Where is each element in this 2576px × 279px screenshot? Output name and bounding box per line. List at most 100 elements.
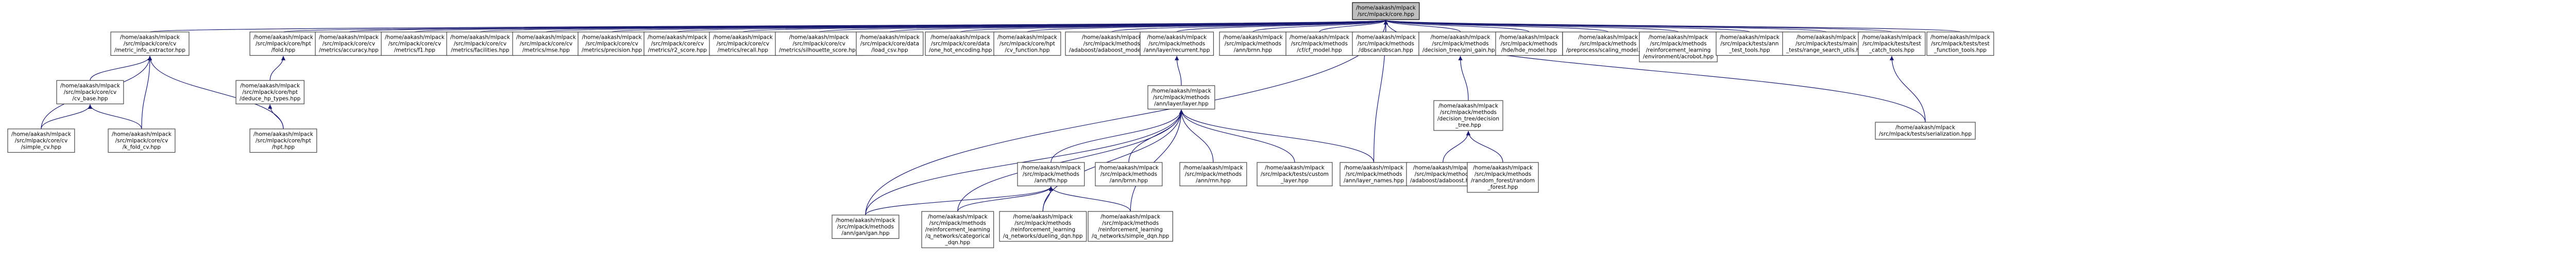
- node-label-line: /ann/layer/layer.hpp: [1154, 101, 1209, 107]
- file-node[interactable]: /home/aakash/mlpack/src/mlpack/methods/h…: [1495, 31, 1563, 56]
- dependency-edge: [1252, 20, 1388, 32]
- file-node[interactable]: /home/aakash/mlpack/src/mlpack/core/hpt/…: [993, 31, 1061, 56]
- file-node[interactable]: /home/aakash/mlpack/src/mlpack/tests/ser…: [1875, 122, 1976, 140]
- node-label-line: /home/aakash/mlpack: [582, 35, 642, 41]
- node-label-line: /ann/layer_names.hpp: [1344, 178, 1404, 184]
- node-label-line: /src/mlpack/core.hpp: [1358, 11, 1414, 18]
- file-node[interactable]: /home/aakash/mlpack/src/mlpack/methods/r…: [999, 211, 1087, 242]
- node-label-line: /cf/cf_model.hpp: [1297, 47, 1342, 54]
- dependency-edge: [147, 56, 284, 129]
- file-node[interactable]: /home/aakash/mlpack/src/mlpack/tests/tes…: [1858, 31, 1926, 56]
- file-node[interactable]: /home/aakash/mlpack/src/mlpack/core/cv/k…: [108, 128, 176, 153]
- node-box: [1639, 31, 1718, 62]
- node-box: [1352, 2, 1420, 20]
- file-node[interactable]: /home/aakash/mlpack/src/mlpack/core/data…: [925, 31, 996, 56]
- file-node[interactable]: /home/aakash/mlpack/src/mlpack/methods/d…: [1418, 31, 1502, 56]
- node-label-line: /reinforcement_learning: [1098, 227, 1163, 233]
- file-node[interactable]: /home/aakash/mlpack/src/mlpack/core/cv/m…: [110, 31, 190, 56]
- file-node[interactable]: /home/aakash/mlpack/src/mlpack/core/cv/m…: [643, 31, 711, 56]
- file-node[interactable]: /home/aakash/mlpack/src/mlpack/methods/a…: [1179, 162, 1247, 187]
- file-node[interactable]: /home/aakash/mlpack/src/mlpack/tests/ann…: [1716, 31, 1784, 56]
- dependency-edge: [1443, 130, 1471, 163]
- file-node[interactable]: /home/aakash/mlpack/src/mlpack/methods/a…: [832, 215, 900, 239]
- node-label-line: /home/aakash/mlpack: [1021, 165, 1081, 171]
- file-node[interactable]: /home/aakash/mlpack/src/mlpack/methods/a…: [1340, 162, 1408, 187]
- file-node[interactable]: /home/aakash/mlpack/src/mlpack/core/cv/m…: [381, 31, 449, 56]
- node-label-line: /home/aakash/mlpack: [1797, 35, 1857, 41]
- node-label-line: /src/mlpack/core/cv: [651, 41, 704, 47]
- dependency-edge: [1319, 20, 1388, 32]
- node-label-line: /home/aakash/mlpack: [240, 83, 300, 89]
- node-label-line: /ann/ffn.hpp: [1035, 178, 1067, 184]
- node-label-line: /src/mlpack/methods: [1501, 41, 1557, 47]
- node-label-line: /src/mlpack/tests/ann: [1720, 41, 1778, 47]
- file-node[interactable]: /home/aakash/mlpack/src/mlpack/core/cv/m…: [775, 31, 863, 56]
- file-node[interactable]: /home/aakash/mlpack/src/mlpack/methods/a…: [1017, 162, 1085, 187]
- node-label-line: /home/aakash/mlpack: [1290, 35, 1350, 41]
- dependency-edge: [1889, 56, 1926, 123]
- file-node[interactable]: /home/aakash/mlpack/src/mlpack/core/cv/m…: [446, 31, 514, 56]
- node-label-line: /src/mlpack/core/cv: [388, 41, 441, 47]
- node-label-line: /src/mlpack/methods: [1014, 220, 1071, 226]
- node-label-line: _function_tools.hpp: [1934, 47, 1987, 54]
- dependency-edge: [1383, 20, 1461, 32]
- nodes-layer: /home/aakash/mlpack/src/mlpack/core.hpp/…: [7, 2, 1994, 249]
- file-node[interactable]: /home/aakash/mlpack/src/mlpack/core/cv/m…: [315, 31, 383, 56]
- node-box: [1140, 31, 1214, 56]
- node-label-line: /src/mlpack/core/hpt: [256, 41, 311, 47]
- node-label-line: /src/mlpack/core/cv: [115, 138, 168, 144]
- file-node[interactable]: /home/aakash/mlpack/src/mlpack/methods/p…: [1562, 31, 1654, 56]
- file-node[interactable]: /home/aakash/mlpack/src/mlpack/methods/d…: [1433, 100, 1503, 131]
- file-node[interactable]: /home/aakash/mlpack/src/mlpack/core/cv/c…: [56, 80, 124, 105]
- node-label-line: /home/aakash/mlpack: [1356, 35, 1416, 41]
- node-label-line: /src/mlpack/tests/test: [1862, 41, 1921, 47]
- node-label-line: /home/aakash/mlpack: [930, 35, 991, 41]
- node-label-line: /k_fold_cv.hpp: [123, 144, 161, 151]
- node-label-line: /src/mlpack/methods: [1225, 41, 1281, 47]
- file-node[interactable]: /home/aakash/mlpack/src/mlpack/methods/r…: [1639, 31, 1718, 62]
- dependency-edge: [267, 104, 284, 129]
- node-label-line: /home/aakash/mlpack: [1930, 35, 1991, 41]
- node-label-line: /src/mlpack/core/data: [931, 41, 990, 47]
- node-label-line: /decision_tree/gini_gain.hpp: [1422, 47, 1498, 54]
- file-node[interactable]: /home/aakash/mlpack/src/mlpack/methods/r…: [1467, 162, 1539, 193]
- node-box: [1017, 162, 1085, 187]
- file-node[interactable]: /home/aakash/mlpack/src/mlpack/core/cv/m…: [578, 31, 646, 56]
- file-node[interactable]: /home/aakash/mlpack/src/mlpack/tests/cus…: [1257, 162, 1333, 187]
- root-node[interactable]: /home/aakash/mlpack/src/mlpack/core.hpp: [1352, 2, 1420, 20]
- file-node[interactable]: /home/aakash/mlpack/src/mlpack/methods/r…: [921, 211, 994, 249]
- node-box: [446, 31, 514, 56]
- node-label-line: /home/aakash/mlpack: [1265, 165, 1325, 171]
- node-box: [856, 31, 924, 56]
- file-node[interactable]: /home/aakash/mlpack/src/mlpack/methods/a…: [1140, 31, 1214, 56]
- node-box: [993, 31, 1061, 56]
- file-node[interactable]: /home/aakash/mlpack/src/mlpack/methods/c…: [1285, 31, 1353, 56]
- file-node[interactable]: /home/aakash/mlpack/src/mlpack/tests/tes…: [1926, 31, 1994, 56]
- file-node[interactable]: /home/aakash/mlpack/src/mlpack/core/cv/s…: [7, 128, 75, 153]
- file-node[interactable]: /home/aakash/mlpack/src/mlpack/core/cv/m…: [512, 31, 580, 56]
- node-label-line: /src/mlpack/core/hpt: [256, 138, 311, 144]
- node-label-line: /home/aakash/mlpack: [516, 35, 577, 41]
- file-node[interactable]: /home/aakash/mlpack/src/mlpack/methods/a…: [1095, 162, 1163, 187]
- node-label-line: _layer.hpp: [1280, 178, 1309, 184]
- node-label-line: _tree.hpp: [1455, 122, 1481, 128]
- node-label-line: /src/mlpack/methods: [1475, 171, 1531, 177]
- node-box: [108, 128, 176, 153]
- node-label-line: /random_forest/random: [1471, 178, 1535, 184]
- file-node[interactable]: /home/aakash/mlpack/src/mlpack/methods/a…: [1219, 31, 1287, 56]
- file-node[interactable]: /home/aakash/mlpack/src/mlpack/core/data…: [856, 31, 924, 56]
- file-node[interactable]: /home/aakash/mlpack/src/mlpack/methods/r…: [1088, 211, 1173, 242]
- node-box: [1926, 31, 1994, 56]
- file-node[interactable]: /home/aakash/mlpack/src/mlpack/core/cv/m…: [709, 31, 777, 56]
- dependency-edge: [1179, 109, 1375, 163]
- file-node[interactable]: /home/aakash/mlpack/src/mlpack/methods/a…: [1147, 85, 1215, 110]
- file-node[interactable]: /home/aakash/mlpack/src/mlpack/tests/mai…: [1782, 31, 1871, 56]
- node-label-line: /src/mlpack/methods: [1580, 41, 1636, 47]
- file-node[interactable]: /home/aakash/mlpack/src/mlpack/methods/d…: [1352, 31, 1420, 56]
- file-node[interactable]: /home/aakash/mlpack/src/mlpack/core/hpt/…: [249, 128, 317, 153]
- dependency-edge: [1048, 186, 1131, 212]
- node-box: [1340, 162, 1408, 187]
- file-node[interactable]: /home/aakash/mlpack/src/mlpack/core/hpt/…: [235, 80, 304, 105]
- node-label-line: /hpt.hpp: [272, 144, 295, 151]
- file-node[interactable]: /home/aakash/mlpack/src/mlpack/core/hpt/…: [249, 31, 317, 56]
